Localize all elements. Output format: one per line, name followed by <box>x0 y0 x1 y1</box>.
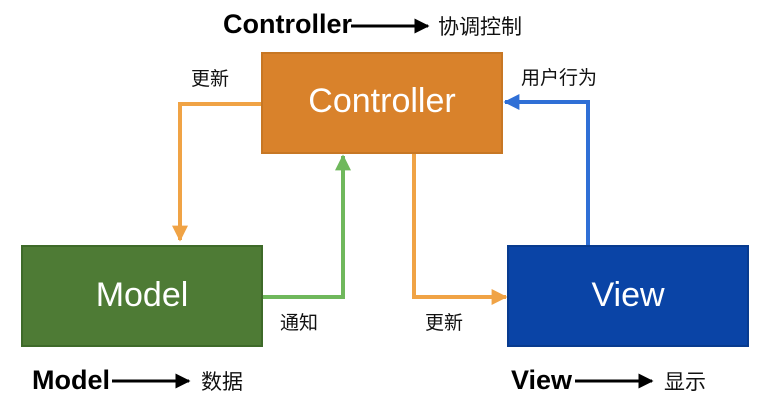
legend-model-desc: 数据 <box>201 370 243 394</box>
node-controller: Controller <box>261 52 503 154</box>
edge-view-to-controller <box>503 94 590 246</box>
legend-view-desc: 显示 <box>664 370 706 394</box>
edge-model-to-controller-label: 通知 <box>280 312 318 334</box>
edge-controller-to-model <box>172 102 262 242</box>
node-model-label: Model <box>96 276 189 314</box>
edge-controller-to-view-label: 更新 <box>425 312 463 334</box>
legend-model-term: Model <box>32 365 110 395</box>
legend-controller-desc: 协调控制 <box>438 15 522 39</box>
legend-controller-term: Controller <box>223 9 352 39</box>
node-model-box <box>21 245 263 347</box>
legend-controller: Controller 协调控制 <box>223 9 522 39</box>
node-view-label: View <box>591 276 665 314</box>
node-model: Model <box>21 245 263 347</box>
edge-view-to-controller-label: 用户行为 <box>521 67 597 89</box>
legend-model: Model 数据 <box>32 365 243 395</box>
legend-view: View 显示 <box>511 365 706 395</box>
edge-controller-to-model-label: 更新 <box>191 68 229 90</box>
legend-view-term: View <box>511 365 573 395</box>
node-view: View <box>507 245 749 347</box>
node-controller-box <box>261 52 503 154</box>
node-controller-label: Controller <box>308 82 455 120</box>
edge-model-to-controller <box>262 154 351 299</box>
edge-controller-to-view <box>412 153 508 305</box>
node-view-box <box>507 245 749 347</box>
